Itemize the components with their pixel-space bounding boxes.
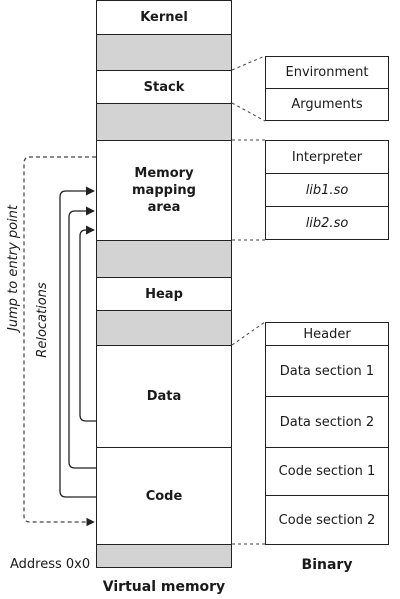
relocation-arrow-1 [59,186,96,498]
address-label: Address 0x0 [10,557,91,572]
memory-mapping-area: Memory mapping area [96,140,232,241]
relocation-arrow-2 [68,206,96,469]
unmapped-gap-4 [96,310,232,346]
unmapped-gap-3 [96,240,232,278]
null-page [96,544,232,568]
stack-segment: Stack [96,70,232,104]
code-segment: Code [96,447,232,545]
stack-guide-top [231,55,266,71]
code-section-1-box: Code section 1 [265,447,389,496]
lib1-box: lib1.so [265,173,389,207]
jump-to-entry-label: Jump to entry point [6,205,21,331]
data-section-2-box: Data section 2 [265,396,389,448]
unmapped-gap-2 [96,103,232,141]
binary-caption: Binary [301,557,353,573]
relocation-arrow-3 [79,225,96,422]
code-section-2-box: Code section 2 [265,495,389,545]
heap-segment: Heap [96,277,232,311]
binary-guide-top [231,321,266,346]
entry-point-arrow [23,156,96,527]
data-section-1-box: Data section 1 [265,345,389,397]
relocations-label: Relocations [35,282,50,358]
lib2-box: lib2.so [265,206,389,240]
kernel-segment: Kernel [96,0,232,35]
interpreter-box: Interpreter [265,140,389,174]
stack-guide-bottom [231,102,266,122]
header-box: Header [265,322,389,346]
virtual-memory-caption: Virtual memory [102,579,226,595]
unmapped-gap-1 [96,34,232,71]
data-segment: Data [96,345,232,448]
arguments-box: Arguments [265,88,389,121]
environment-box: Environment [265,56,389,89]
